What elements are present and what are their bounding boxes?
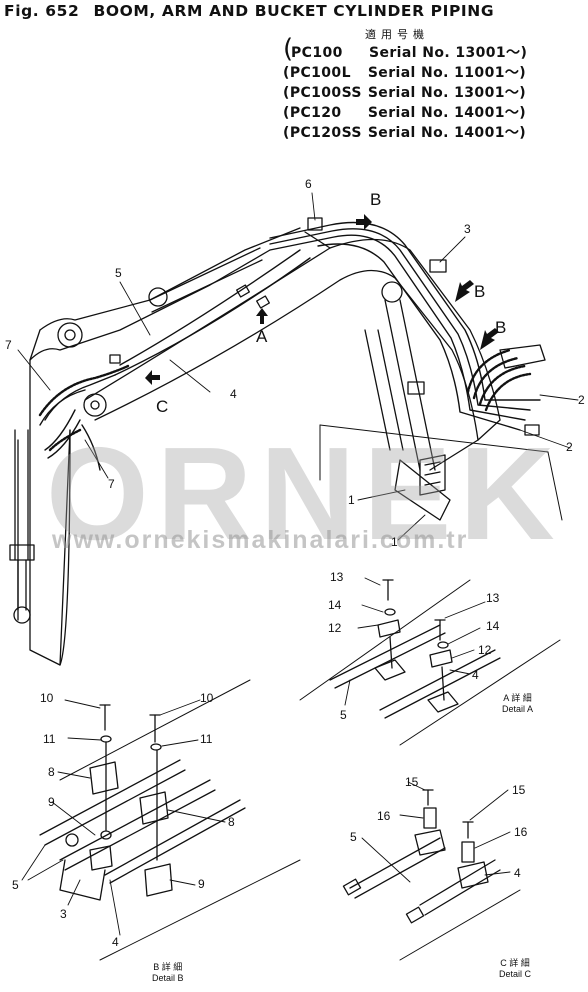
callout-2: 2 bbox=[578, 393, 585, 407]
ground-lines bbox=[59, 424, 563, 961]
callout-15: 15 bbox=[512, 783, 526, 797]
applicability-heading: 適用号機 bbox=[365, 28, 429, 41]
figure-caption: BOOM, ARM AND BUCKET CYLINDER PIPING bbox=[93, 2, 495, 20]
detail-c bbox=[342, 789, 501, 924]
watermark-logo: ORNEK bbox=[46, 420, 563, 567]
detail-c-caption: C 詳 細 Detail C bbox=[499, 958, 532, 979]
view-label-b: B bbox=[474, 282, 486, 301]
callout-1: 1 bbox=[348, 493, 355, 507]
flexible-hoses bbox=[38, 348, 532, 452]
figure-number: Fig. 652 bbox=[4, 2, 80, 20]
view-arrows bbox=[145, 214, 499, 385]
callout-14: 14 bbox=[486, 619, 500, 633]
boom-cylinder bbox=[364, 281, 451, 521]
leader-lines bbox=[17, 192, 579, 541]
callout-2: 2 bbox=[566, 440, 573, 454]
callout-16: 16 bbox=[514, 825, 528, 839]
callout-4: 4 bbox=[472, 668, 479, 682]
callout-12: 12 bbox=[328, 621, 342, 635]
view-label-a: A bbox=[256, 327, 268, 346]
open-bracket-icon: ( bbox=[283, 34, 294, 64]
boom-base-fittings bbox=[419, 344, 546, 496]
callout-13: 13 bbox=[330, 570, 344, 584]
callout-13: 13 bbox=[486, 591, 500, 605]
callout-10: 10 bbox=[200, 691, 214, 705]
callout-16: 16 bbox=[377, 809, 391, 823]
callout-1: 1 bbox=[391, 535, 398, 549]
bucket-cylinder bbox=[9, 429, 35, 624]
callout-5: 5 bbox=[12, 878, 19, 892]
callout-11: 11 bbox=[43, 732, 56, 746]
callout-9: 9 bbox=[198, 877, 205, 891]
callout-4: 4 bbox=[514, 866, 521, 880]
callout-9: 9 bbox=[48, 795, 55, 809]
callout-5: 5 bbox=[340, 708, 347, 722]
view-label-b: B bbox=[495, 318, 507, 337]
callout-4: 4 bbox=[230, 387, 237, 401]
arm-cylinder bbox=[148, 247, 263, 313]
callout-10: 10 bbox=[40, 691, 54, 705]
detail-b bbox=[39, 704, 246, 901]
detail-b-caption: B 詳 細 Detail B bbox=[152, 962, 184, 983]
callout-3: 3 bbox=[464, 222, 471, 236]
callout-6: 6 bbox=[305, 177, 312, 191]
view-label-b: B bbox=[370, 190, 382, 209]
callout-3: 3 bbox=[60, 907, 67, 921]
callout-8: 8 bbox=[48, 765, 55, 779]
watermark-url: www.ornekismakinalari.com.tr bbox=[52, 526, 469, 554]
figure-title: Fig. 652 BOOM, ARM AND BUCKET CYLINDER P… bbox=[4, 2, 494, 20]
callout-8: 8 bbox=[228, 815, 235, 829]
callout-4: 4 bbox=[112, 935, 119, 949]
pipe-clamps bbox=[109, 217, 540, 436]
detail-leader-lines bbox=[21, 577, 511, 936]
callout-7: 7 bbox=[5, 338, 12, 352]
callout-15: 15 bbox=[405, 775, 419, 789]
arm bbox=[17, 227, 301, 666]
view-label-c: C bbox=[156, 397, 169, 416]
callout-5: 5 bbox=[350, 830, 357, 844]
callout-5: 5 bbox=[115, 266, 122, 280]
callout-12: 12 bbox=[478, 643, 492, 657]
callout-7: 7 bbox=[108, 477, 115, 491]
callout-11: 11 bbox=[200, 732, 213, 746]
detail-a-caption: A 詳 細 Detail A bbox=[502, 693, 534, 714]
detail-a bbox=[329, 579, 501, 719]
callout-14: 14 bbox=[328, 598, 342, 612]
